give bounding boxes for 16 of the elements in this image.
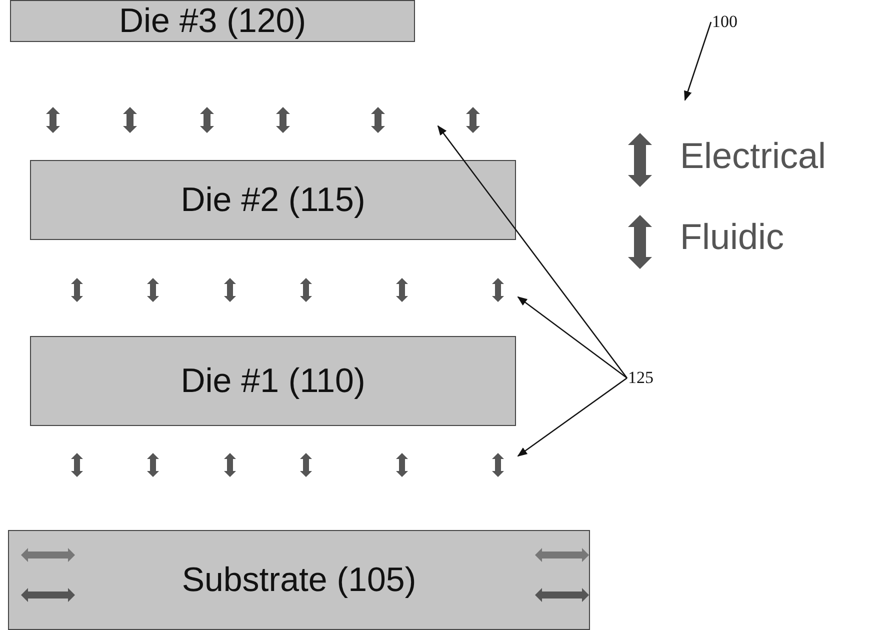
- block-label: Die #3 (120): [118, 2, 306, 40]
- legend-label: Fluidic: [680, 216, 784, 258]
- die-block: [8, 530, 590, 630]
- leader-line: [517, 377, 628, 457]
- block-label: Die #1 (110): [180, 362, 366, 400]
- die-block: [30, 160, 516, 240]
- block-label: Die #2 (115): [180, 180, 366, 220]
- reference-numeral: 125: [628, 368, 654, 388]
- legend-label: Electrical: [680, 135, 826, 177]
- leader-line: [517, 296, 628, 379]
- leader-line: [437, 125, 628, 378]
- die-block: [30, 336, 516, 426]
- die-block: [10, 0, 415, 42]
- leader-line: [684, 22, 712, 101]
- block-label: Substrate (105): [182, 560, 416, 600]
- reference-numeral: 100: [712, 12, 738, 32]
